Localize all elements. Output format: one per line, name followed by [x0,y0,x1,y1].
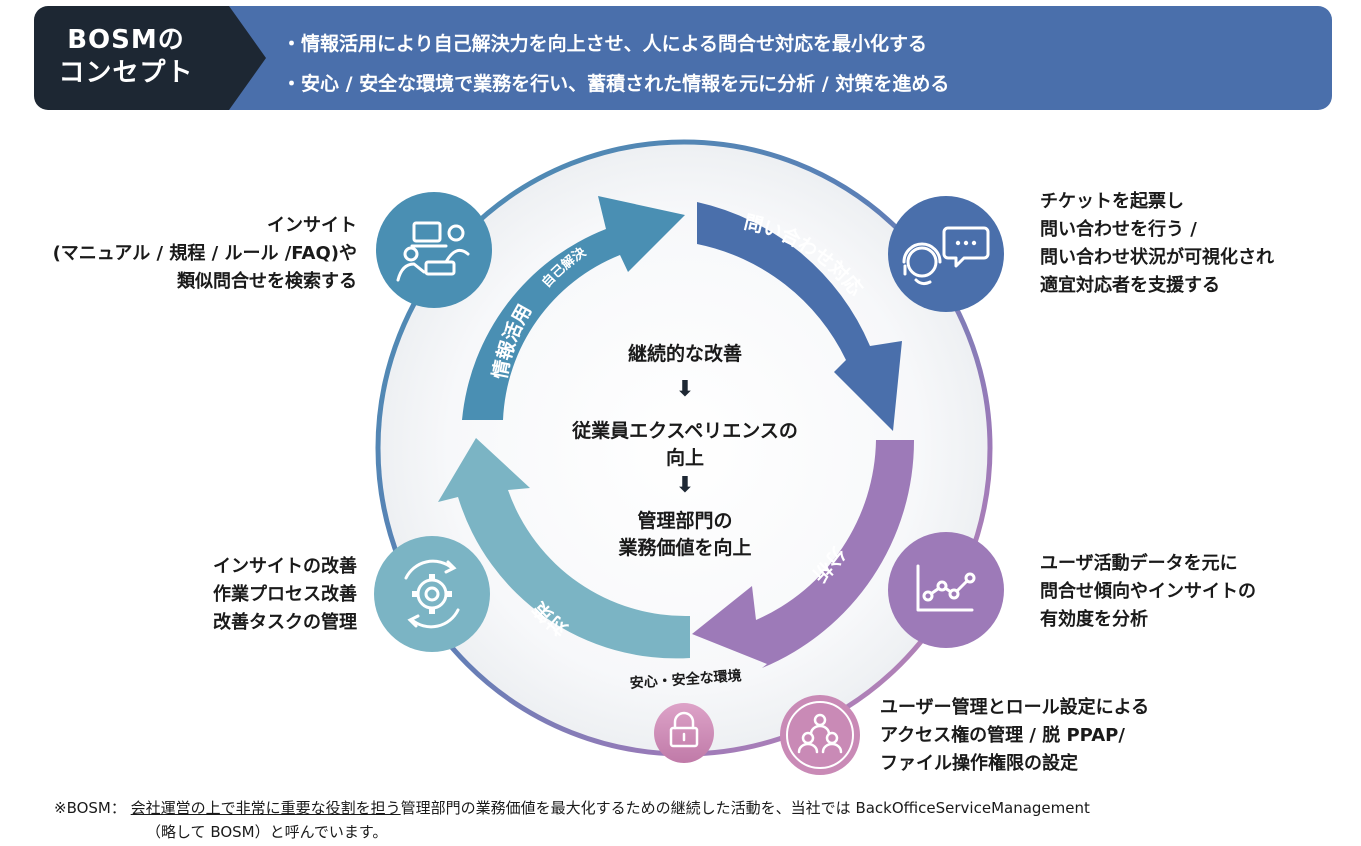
lock-icon [654,703,714,763]
center-line-3: 管理部門の 業務価値を向上 [560,508,810,562]
gear-cycle-icon [374,536,490,652]
center-arrow-1: ⬇ [675,377,695,402]
center-line-2a: 従業員エクスペリエンスの [572,420,798,442]
center-line-3a: 管理部門の [637,510,733,532]
analysis-line-1: ユーザ活動データを元に [1040,553,1238,574]
arrow-analysis [692,440,915,668]
banner-title-line1: BOSMの [67,25,185,55]
access-line-3: ファイル操作権限の設定 [880,753,1078,774]
people-computer-icon [376,192,492,308]
ticket-line-3: 問い合わせ状況が可視化され [1040,247,1274,268]
footnote-label: ※BOSM： [54,799,126,817]
footnote-line-1: ※BOSM： 会社運営の上で非常に重要な役割を担う管理部門の業務価値を最大化する… [54,796,1090,820]
user-group-icon [780,695,860,775]
arrow-inquiry [697,202,902,431]
ticket-line-4: 適宜対応者を支援する [1040,275,1220,296]
access-line-2: アクセス権の管理 / 脱 PPAP/ [880,725,1125,746]
analysis-line-3: 有効度を分析 [1040,609,1148,630]
access-description: ユーザー管理とロール設定による アクセス権の管理 / 脱 PPAP/ ファイル操… [880,694,1149,778]
line-graph-icon [888,532,1004,648]
banner-dark-panel [34,6,266,110]
footnote: ※BOSM： 会社運営の上で非常に重要な役割を担う管理部門の業務価値を最大化する… [54,796,1090,844]
improve-description: インサイトの改善 作業プロセス改善 改善タスクの管理 [213,553,357,637]
banner-title: BOSMの コンセプト [46,24,206,90]
footnote-rest: 管理部門の業務価値を最大化するための継続した活動を、当社では BackOffic… [400,799,1090,817]
center-line-2b: 向上 [665,447,704,469]
ticket-line-2: 問い合わせを行う / [1040,219,1197,240]
insight-line-1: インサイト [267,215,357,236]
footnote-line-2: （略して BOSM）と呼んでいます。 [146,823,388,841]
analysis-description: ユーザ活動データを元に 問合せ傾向やインサイトの 有効度を分析 [1040,550,1256,634]
ticket-description: チケットを起票し 問い合わせを行う / 問い合わせ状況が可視化され 適宜対応者を… [1040,188,1274,300]
ticket-line-1: チケットを起票し [1040,191,1184,212]
center-line-3b: 業務価値を向上 [618,537,752,559]
arrow-measures [438,438,690,659]
insight-description: インサイト (マニュアル / 規程 / ルール /FAQ)や 類似問合せを検索す… [53,212,357,296]
center-line-1: 継続的な改善 [627,343,742,365]
access-line-1: ユーザー管理とロール設定による [880,697,1150,718]
footnote-underlined: 会社運営の上で非常に重要な役割を担う [130,799,401,817]
banner-bullet-1: ・情報活用により自己解決力を向上させ、人による問合せ対応を最小化する [282,33,928,55]
banner-bullet-2: ・安心 / 安全な環境で業務を行い、蓄積された情報を元に分析 / 対策を進める [282,73,950,95]
arrow-info [462,196,685,420]
analysis-line-2: 問合せ傾向やインサイトの [1040,581,1256,602]
improve-line-2: 作業プロセス改善 [213,584,357,605]
banner-title-line2: コンセプト [58,58,194,88]
center-line-2: 従業員エクスペリエンスの 向上 [530,418,840,472]
improve-line-1: インサイトの改善 [213,556,357,577]
headset-chat-icon [888,196,1004,312]
center-arrow-2: ⬇ [675,473,695,498]
insight-line-3: 類似問合せを検索する [177,271,357,292]
improve-line-3: 改善タスクの管理 [213,612,357,633]
banner-blue-panel [228,6,1332,110]
insight-line-2: (マニュアル / 規程 / ルール /FAQ)や [52,243,357,264]
